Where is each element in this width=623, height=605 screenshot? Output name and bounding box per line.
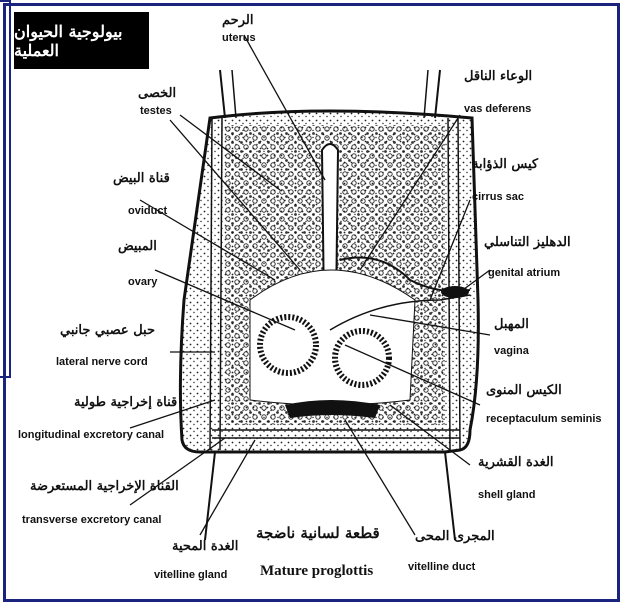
label-longitudinal-ar: قناة إخراجية طولية bbox=[74, 396, 177, 409]
label-cirrus-sac-en: cirrus sac bbox=[472, 192, 524, 203]
label-vas-deferens-en: vas deferens bbox=[464, 104, 531, 115]
label-genital-atrium-ar: الدهليز التناسلي bbox=[484, 236, 571, 249]
label-shell-gland-ar: الغدة القشرية bbox=[478, 456, 554, 469]
label-oviduct-en: oviduct bbox=[128, 206, 167, 217]
label-vitelline-duct-ar: المجرى المحى bbox=[415, 530, 495, 543]
label-vitelline-gland-ar: الغدة المحية bbox=[172, 540, 238, 553]
label-testes-en: testes bbox=[140, 106, 172, 117]
label-lateral-nerve-en: lateral nerve cord bbox=[56, 357, 148, 368]
label-shell-gland-en: shell gland bbox=[478, 490, 535, 501]
label-vitelline-gland-en: vitelline gland bbox=[154, 570, 227, 581]
ovary-left bbox=[260, 317, 316, 373]
label-transverse-ar: القناة الإخراجية المستعرضة bbox=[30, 480, 179, 493]
label-transverse-en: transverse excretory canal bbox=[22, 515, 161, 526]
label-vagina-en: vagina bbox=[494, 346, 529, 357]
label-receptaculum-en: receptaculum seminis bbox=[486, 414, 602, 425]
label-vagina-ar: المهبل bbox=[494, 318, 529, 331]
label-genital-atrium-en: genital atrium bbox=[488, 268, 560, 279]
label-testes-ar: الخصى bbox=[138, 87, 176, 100]
label-uterus-ar: الرحم bbox=[222, 14, 253, 27]
label-receptaculum-ar: الكيس المنوى bbox=[486, 384, 562, 397]
label-oviduct-ar: قناة البيض bbox=[113, 172, 170, 185]
figure-title-en: Mature proglottis bbox=[260, 564, 373, 579]
label-vas-deferens-ar: الوعاء الناقل bbox=[464, 70, 532, 83]
label-uterus-en: uterus bbox=[222, 33, 256, 44]
label-ovary-ar: المبيض bbox=[118, 240, 157, 253]
label-lateral-nerve-ar: حبل عصبي جانبي bbox=[60, 324, 155, 337]
label-longitudinal-en: longitudinal excretory canal bbox=[18, 430, 164, 441]
label-ovary-en: ovary bbox=[128, 277, 157, 288]
label-vitelline-duct-en: vitelline duct bbox=[408, 562, 475, 573]
label-cirrus-sac-ar: كيس الذؤابة bbox=[472, 158, 538, 171]
figure-title-ar: قطعة لسانية ناضجة bbox=[256, 526, 380, 541]
ovary-right bbox=[335, 331, 389, 385]
